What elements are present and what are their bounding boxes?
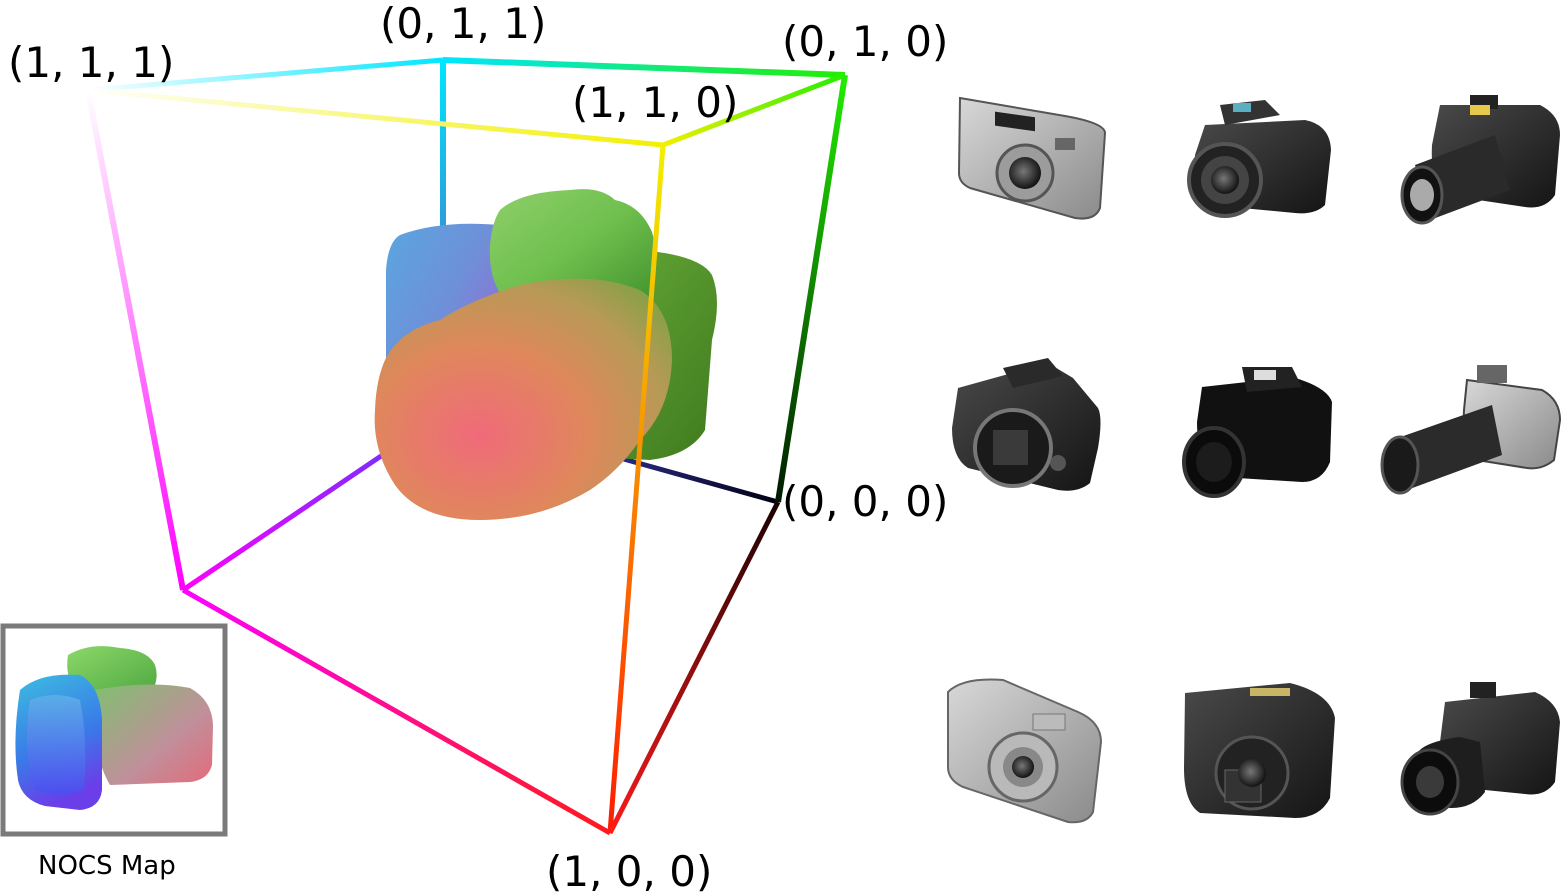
cube-corner-labels: (1, 1, 1) (0, 1, 1) (0, 1, 0) (1, 1, 0) … (8, 0, 948, 894)
camera-icon (947, 678, 1103, 824)
camera-icon (1400, 682, 1560, 816)
cube-edge-back-bottom-left (181, 447, 392, 593)
cube-edge-top-right (442, 57, 846, 78)
cube-edge-bottom-left (181, 587, 612, 836)
corner-label-011: (0, 1, 1) (380, 0, 546, 48)
inset-nocs-camera (15, 646, 213, 810)
cube-edge-back-bottom-right (619, 455, 779, 505)
camera-icon (1187, 100, 1331, 218)
corner-label-111: (1, 1, 1) (8, 38, 174, 87)
cube-edge-left-vertical (85, 89, 186, 591)
camera-icon (1380, 365, 1562, 495)
corner-label-110: (1, 1, 0) (572, 78, 738, 127)
nocs-map-inset: NOCS Map (0, 623, 228, 881)
cube-edge-top-front (87, 87, 664, 148)
camera-prism-top (489, 189, 657, 311)
cube-edge-right-vertical (775, 74, 848, 503)
camera-icon (1400, 95, 1560, 225)
nocs-camera-3d (374, 189, 717, 520)
camera-icon (1182, 367, 1332, 498)
cube-edge-bottom-right (607, 500, 781, 835)
corner-label-010: (0, 1, 0) (782, 17, 948, 66)
camera-gallery (947, 95, 1562, 824)
cube-edge-front-vertical (607, 144, 666, 834)
camera-icon (957, 96, 1107, 220)
camera-lens (374, 278, 672, 520)
corner-label-000: (0, 0, 0) (782, 477, 948, 526)
inset-caption: NOCS Map (38, 851, 176, 881)
camera-icon (1184, 683, 1335, 818)
corner-label-100: (1, 0, 0) (546, 847, 712, 894)
cube-edge-top-back (87, 57, 444, 93)
camera-icon (952, 358, 1101, 491)
nocs-cube-front (87, 72, 846, 836)
cube-edge-top-front-right (662, 72, 846, 148)
nocs-cube (85, 57, 848, 593)
